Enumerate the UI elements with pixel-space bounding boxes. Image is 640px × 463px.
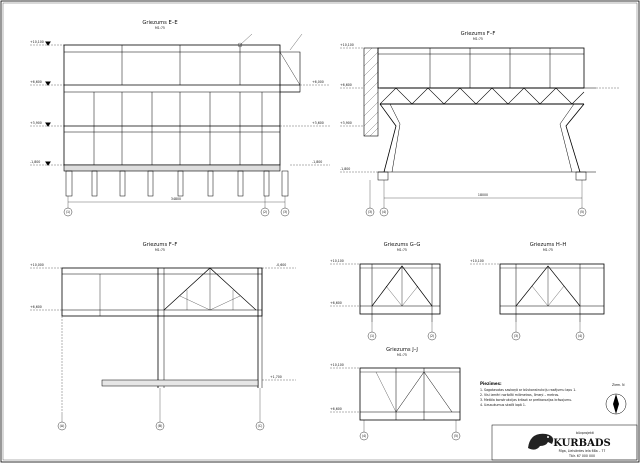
- ff-level-right: -0,600: [276, 263, 286, 267]
- kurbads-logo-icon: [528, 433, 554, 450]
- notes-line-2: 2. Visi izmēri norādīti milimetros, līme…: [480, 393, 559, 397]
- ee-right-level-mid: +6,000: [312, 80, 324, 84]
- gg-axis-2: (2): [430, 334, 435, 338]
- ee-axis-2: (2): [263, 210, 268, 214]
- stamp-line-1: Rīga, Lielvārdes iela 68a – 77: [559, 449, 606, 453]
- ff-top-level-top: +10,100: [340, 43, 354, 47]
- view-jj-labels: +10,100 +6,600 (4) (5): [330, 363, 458, 438]
- notes-block: Piezīmes: 1. Sagatavotas saskaņā ar būvk…: [480, 381, 576, 407]
- ee-right-level-low: +3,600: [312, 121, 324, 125]
- view-ee-title: Griezums E–E: [142, 20, 177, 26]
- stamp-line-2: Tālr. 67 000 000: [568, 454, 595, 458]
- hh-axis-3: (3): [514, 334, 519, 338]
- ee-level-ground: -1,800: [30, 160, 40, 164]
- jj-axis-4: (4): [362, 434, 367, 438]
- compass: Ziem. N: [605, 383, 627, 415]
- notes-line-4: 4. Uzsaukumus skatīt lapā 1.: [480, 403, 526, 407]
- ff-level-mid: +6,600: [30, 305, 42, 309]
- jj-axis-5: (5): [454, 434, 459, 438]
- view-ff-top-title: Griezums F–F: [461, 31, 496, 37]
- view-ff-top: Griezums F–F M1:75: [340, 31, 620, 217]
- ff-top-axis-4: (4): [382, 210, 387, 214]
- ee-frame: [63, 44, 281, 166]
- view-hh: Griezums H–H M1:75: [470, 242, 605, 341]
- ff-top-level-low: +3,900: [340, 121, 352, 125]
- view-ff-top-scale: M1:75: [473, 37, 483, 41]
- gg-axis-1: (1): [370, 334, 375, 338]
- ff-top-level-mid: +6,600: [340, 83, 352, 87]
- hh-level-top: +10,100: [470, 259, 484, 263]
- view-ee-labels: +10,100 +6,600 +3,900 -1,800 +6,000 +3,6…: [30, 40, 324, 214]
- jj-level-low: +6,600: [330, 407, 342, 411]
- ff-axis-c: (C): [258, 424, 263, 428]
- notes-line-1: 1. Sagatavotas saskaņā ar būvkonstrukcij…: [480, 388, 576, 392]
- view-gg-scale: M1:75: [397, 248, 407, 252]
- view-jj-scale: M1:75: [397, 353, 407, 357]
- view-hh-labels: +10,100 (3) (4): [470, 259, 582, 338]
- ee-right-level-ground: -1,800: [312, 160, 322, 164]
- ff-axis-a: (A): [60, 424, 65, 428]
- view-jj-title: Griezums J–J: [386, 347, 418, 353]
- view-hh-scale: M1:75: [543, 248, 553, 252]
- gg-level-top: +10,100: [330, 259, 344, 263]
- ee-axis-3: (3): [283, 210, 288, 214]
- view-ee: Griezums E–E M1:75: [30, 20, 330, 217]
- stamp-tagline: būvprojekti: [576, 431, 594, 435]
- view-hh-title: Griezums H–H: [530, 242, 567, 248]
- view-ff: Griezums F–F M1:75: [30, 242, 296, 431]
- ff-level-top: +10,000: [30, 263, 44, 267]
- ee-level-low: +3,900: [30, 121, 42, 125]
- ff-axis-b: (B): [158, 424, 163, 428]
- ee-axis-1: (1): [66, 210, 71, 214]
- view-jj: Griezums J–J M1:75: [330, 347, 461, 441]
- view-gg: Griezums G–G M1:75: [330, 242, 441, 341]
- view-ff-title: Griezums F–F: [143, 242, 178, 248]
- notes-line-3: 3. Metāla konstrukcijas krāsot ar pretko…: [480, 398, 572, 402]
- ee-dim-total: 34800: [171, 197, 181, 201]
- compass-label: Ziem. N: [612, 383, 625, 387]
- ff-top-dim-total: 18000: [478, 193, 488, 197]
- stamp-company: KURBADS: [553, 438, 610, 449]
- view-ff-top-labels: +10,100 +6,600 +3,900 -1,800 18000 (3) (…: [340, 43, 584, 214]
- view-ee-scale: M1:75: [155, 26, 165, 30]
- ee-level-top: +10,100: [30, 40, 44, 44]
- gg-level-mid: +6,600: [330, 301, 342, 305]
- ff-top-axis-3: (3): [368, 210, 373, 214]
- ff-level-low: +1,700: [270, 375, 282, 379]
- view-gg-title: Griezums G–G: [384, 242, 421, 248]
- title-stamp: būvprojekti KURBADS Rīga, Lielvārdes iel…: [491, 424, 638, 461]
- jj-level-top: +10,100: [330, 363, 344, 367]
- notes-heading: Piezīmes:: [480, 381, 502, 386]
- view-gg-labels: +10,100 +6,600 (1) (2): [330, 259, 434, 338]
- ff-top-axis-5: (5): [580, 210, 585, 214]
- view-ff-labels: +10,000 +6,600 +1,700 -0,600 (A) (B) (C): [30, 263, 286, 428]
- ff-top-level-ground: -1,800: [340, 167, 350, 171]
- ee-level-mid: +6,600: [30, 80, 42, 84]
- hh-axis-4: (4): [578, 334, 583, 338]
- view-ff-scale: M1:75: [155, 248, 165, 252]
